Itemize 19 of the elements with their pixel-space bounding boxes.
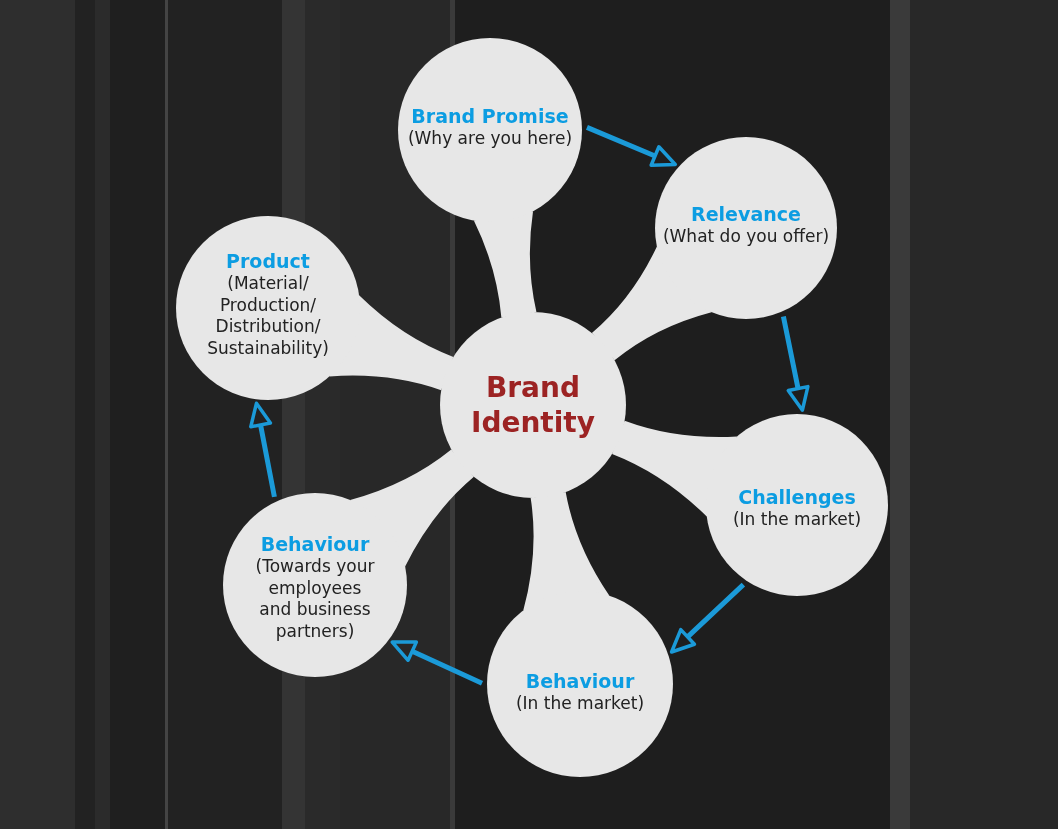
topic-description: (In the market) bbox=[515, 692, 645, 715]
topic-heading: Product bbox=[226, 250, 310, 274]
topic-heading: Brand Promise bbox=[411, 104, 569, 128]
topic-description: (Why are you here) bbox=[407, 127, 573, 150]
topic-description: (What do you offer) bbox=[662, 225, 830, 248]
topic-description: (In the market) bbox=[732, 508, 862, 531]
hub-title: Brand Identity bbox=[471, 370, 595, 440]
connector-stem bbox=[473, 211, 537, 318]
topic-heading: Relevance bbox=[691, 202, 801, 226]
arrow bbox=[586, 125, 678, 167]
topic-heading: Behaviour bbox=[260, 533, 370, 557]
arrow bbox=[390, 639, 484, 686]
arrow bbox=[669, 582, 746, 654]
topic-description: (Material/ Production/ Distribution/ Sustainability) bbox=[207, 273, 329, 360]
arrow bbox=[780, 315, 810, 412]
topic-description: (Towards your employees and business partners) bbox=[255, 556, 375, 643]
topic-heading: Behaviour bbox=[525, 669, 635, 693]
arrow bbox=[249, 401, 277, 498]
topic-heading: Challenges bbox=[738, 485, 856, 509]
